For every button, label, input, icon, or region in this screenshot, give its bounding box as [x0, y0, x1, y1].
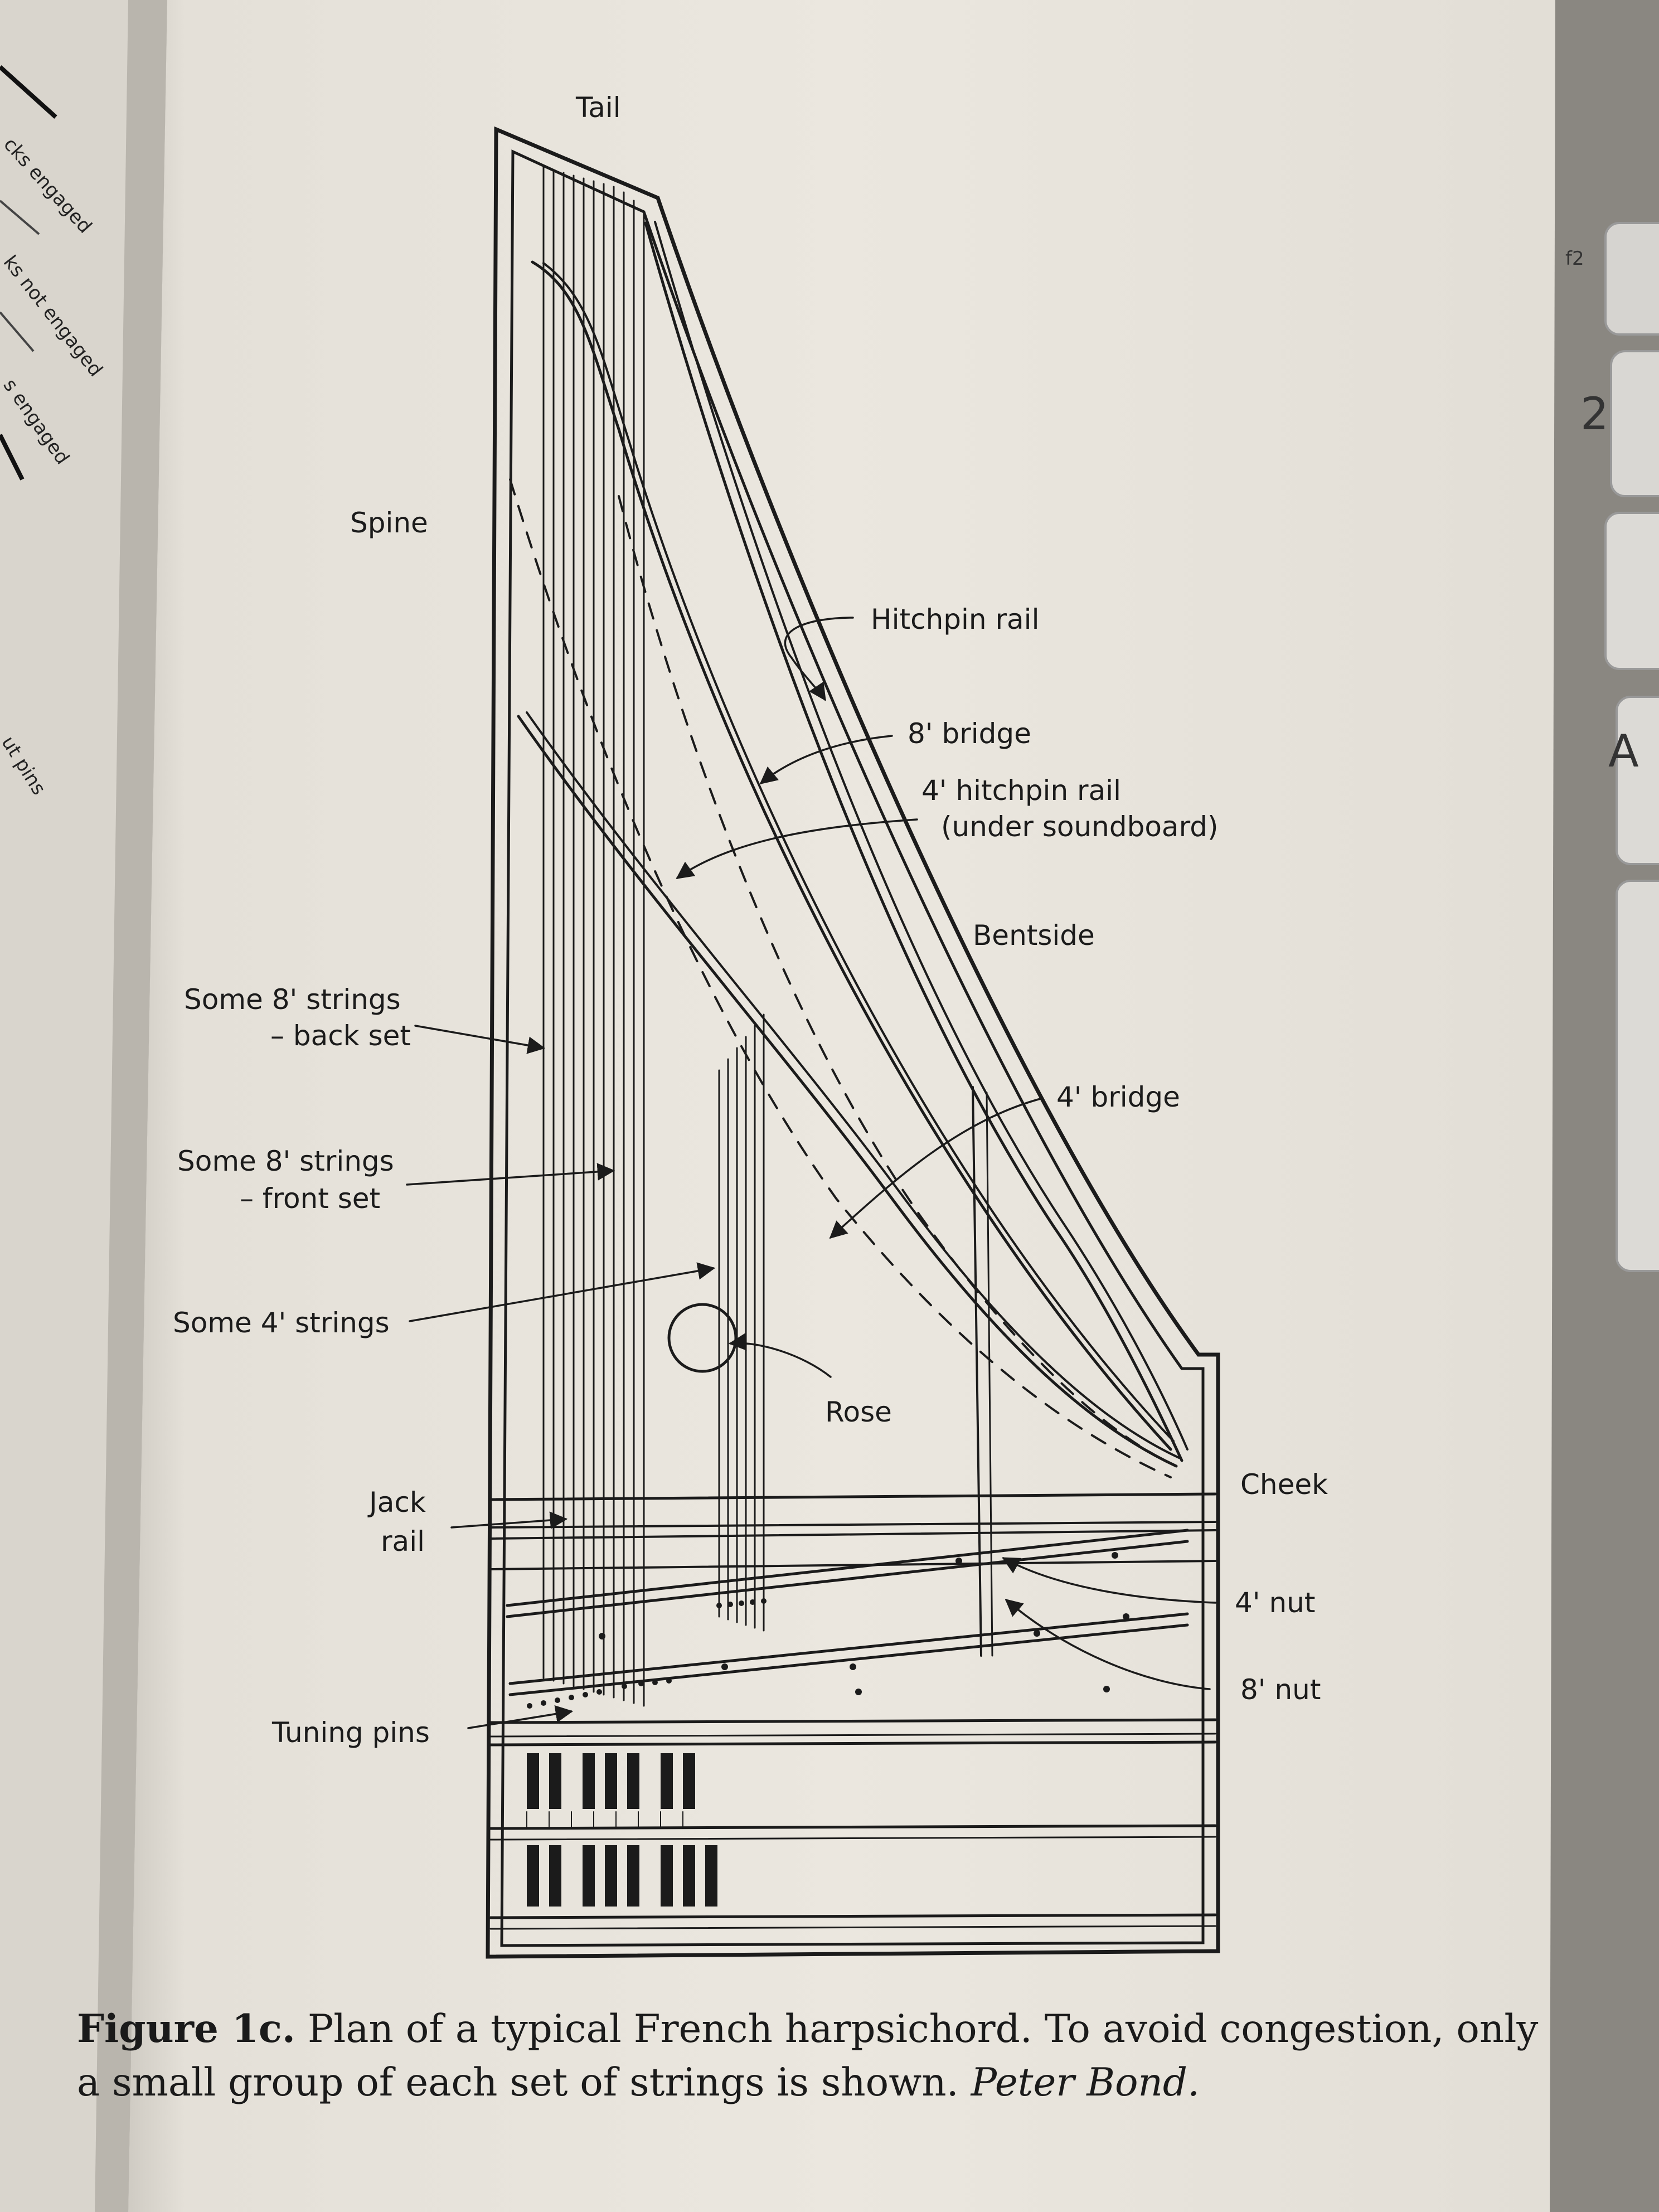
four-foot-bridge-inner: [526, 711, 1180, 1459]
label-jack-rail-2: rail: [381, 1525, 425, 1558]
four-foot-hitchpin-rail-2: [618, 495, 1177, 1467]
key-a-legend: A: [1608, 725, 1639, 777]
page: [128, 0, 1555, 2212]
hitchpin-rail: [531, 260, 1172, 1451]
eight-foot-bridge-inner: [654, 221, 1189, 1451]
four-foot-bridge: [517, 715, 1178, 1468]
left-page: [0, 0, 167, 2212]
case-outer: [486, 126, 1220, 1959]
label-8-strings-back-2: – back set: [270, 1020, 411, 1052]
figure-caption: Figure 1c. Plan of a typical French harp…: [77, 2002, 1549, 2109]
label-8-strings-back-1: Some 8' strings: [184, 983, 401, 1016]
label-4-hitchpin-rail-1: 4' hitchpin rail: [921, 774, 1121, 807]
label-4-hitchpin-rail-2: (under soundboard): [941, 811, 1219, 843]
hitchpin-rail-inner: [542, 262, 1175, 1442]
tuning-pins: [527, 1552, 1129, 1709]
label-hitchpin-rail: Hitchpin rail: [871, 603, 1039, 636]
caption-credit: Peter Bond.: [971, 2060, 1200, 2105]
label-4-bridge: 4' bridge: [1056, 1081, 1180, 1113]
case-inner: [500, 149, 1205, 1947]
label-tuning-pins: Tuning pins: [271, 1716, 430, 1749]
key-f2-legend: f2: [1565, 248, 1584, 270]
label-tail: Tail: [575, 91, 621, 124]
label-bentside: Bentside: [973, 919, 1095, 952]
caption-text: Plan of a typical French harpsichord. To…: [77, 2007, 1539, 2105]
keyboard-lower: [527, 1845, 717, 1907]
label-4-nut: 4' nut: [1235, 1587, 1315, 1619]
figure-label: Figure 1c.: [77, 2006, 295, 2051]
label-spine: Spine: [350, 507, 428, 539]
keyboard-upper: [527, 1753, 695, 1809]
diagram-labels: Tail Spine Hitchpin rail 8' bridge 4' hi…: [173, 91, 1328, 1749]
four-foot-nut: [506, 1529, 1189, 1618]
label-8-strings-front-1: Some 8' strings: [177, 1145, 394, 1177]
label-jack-rail-1: Jack: [367, 1486, 426, 1519]
label-8-bridge: 8' bridge: [908, 717, 1031, 750]
label-8-nut: 8' nut: [1240, 1673, 1321, 1706]
label-8-strings-front-2: – front set: [240, 1182, 380, 1215]
label-rose: Rose: [825, 1396, 892, 1428]
harpsichord-plan: [406, 126, 1220, 1959]
label-cheek: Cheek: [1240, 1468, 1328, 1501]
callout-arrows: [406, 617, 1216, 1729]
label-4-strings: Some 4' strings: [173, 1307, 390, 1339]
eight-foot-bridge: [644, 221, 1183, 1462]
key-2-legend: 2: [1580, 388, 1609, 440]
eight-foot-nut: [508, 1612, 1189, 1696]
keyboard-key-dividers: [526, 1811, 683, 1829]
eight-foot-strings: [542, 166, 645, 1707]
